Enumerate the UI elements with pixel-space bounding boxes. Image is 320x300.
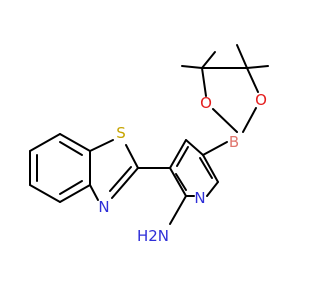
bond xyxy=(202,154,219,183)
oxygen-atom-label: O xyxy=(200,94,212,112)
sulfur-atom-label: S xyxy=(116,124,126,142)
bonds xyxy=(29,44,269,225)
bond xyxy=(109,166,132,192)
bond xyxy=(59,184,91,203)
bond xyxy=(29,133,61,152)
bond xyxy=(59,133,91,152)
bond xyxy=(236,44,248,69)
bond xyxy=(246,67,259,93)
boron-atom-label: B xyxy=(229,133,239,151)
bond xyxy=(89,139,114,152)
bond xyxy=(246,65,269,69)
bond xyxy=(89,184,99,201)
bond xyxy=(201,67,207,97)
bond xyxy=(59,180,83,195)
bond xyxy=(185,139,204,156)
atom-labels: S N N H2N B O O xyxy=(98,91,267,245)
bond xyxy=(212,108,238,133)
bond xyxy=(201,51,216,69)
bond xyxy=(202,141,228,156)
bond xyxy=(125,144,139,169)
bond xyxy=(181,65,203,69)
pyridine-nitrogen-label: N xyxy=(194,189,205,207)
bond xyxy=(59,141,83,156)
bond xyxy=(169,195,187,225)
bond xyxy=(242,107,257,133)
bond xyxy=(111,167,139,199)
amine-group-label: H2N xyxy=(137,227,169,245)
bond xyxy=(175,173,187,191)
chemical-structure-diagram: S N N H2N B O O xyxy=(29,44,269,245)
oxygen-atom-label: O xyxy=(255,91,267,109)
bond xyxy=(206,181,219,197)
bond xyxy=(169,167,187,197)
bond xyxy=(176,146,189,167)
bond xyxy=(199,157,213,179)
bond xyxy=(169,139,187,169)
thiazole-nitrogen-label: N xyxy=(98,198,109,216)
bond xyxy=(29,184,61,203)
